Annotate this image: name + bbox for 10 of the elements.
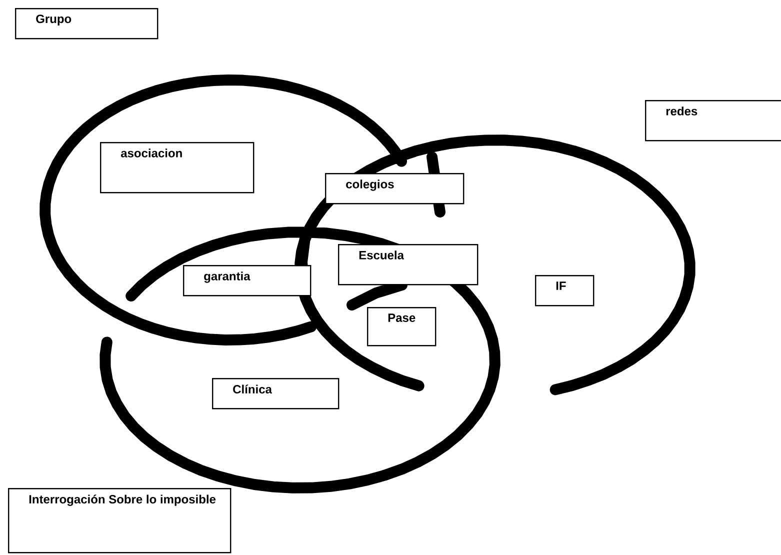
label-box: Grupo [15,8,158,40]
label-box: Pase [367,307,436,346]
label-box: colegios [325,173,464,204]
label-box: Interrogación Sobre lo imposible [8,488,232,554]
label-box: Escuela [338,244,478,286]
label-box: asociacion [100,142,254,194]
label-box: redes [645,100,781,142]
label-box: Clínica [212,378,340,410]
label-box: IF [535,275,594,306]
label-box: garantia [183,265,312,296]
